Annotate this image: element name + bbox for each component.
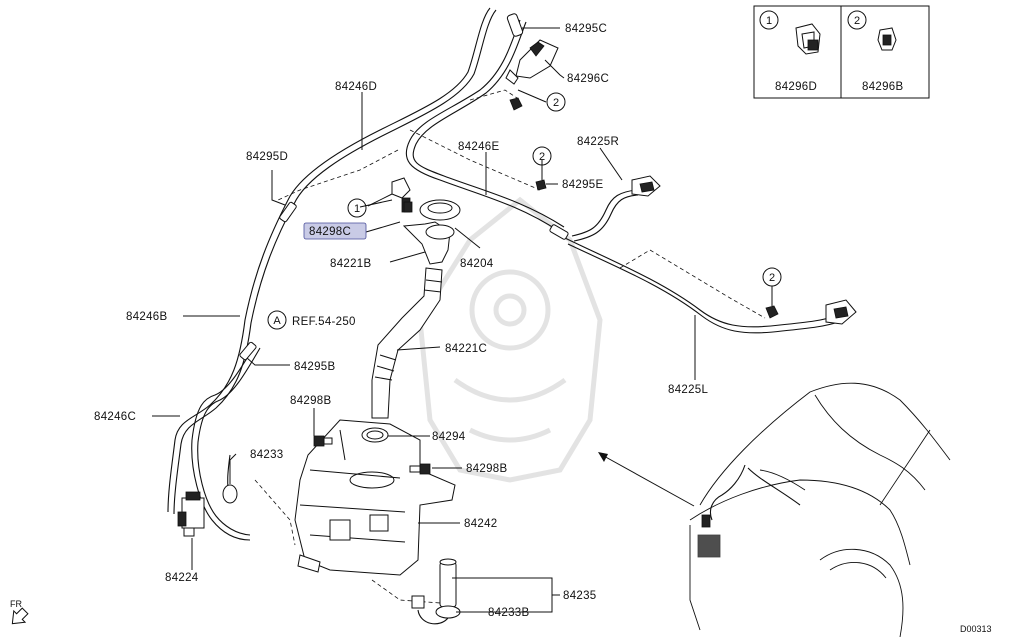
label-84298C[interactable]: 84298C [309,226,351,238]
bolt-84298B-b [409,463,431,475]
label-84295E[interactable]: 84295E [562,179,603,191]
label-84295C[interactable]: 84295C [565,23,607,35]
hose-84225R [571,189,639,242]
bolt-84298B-a [313,435,333,447]
svg-text:2: 2 [539,151,545,163]
grommet-84233 [222,484,238,504]
ref-marker: A [267,310,287,330]
part-labels: 84295C 84296C 84246D 84246E 84295D 84225… [94,23,708,619]
cap-84204 [419,199,461,221]
leader-lines [152,27,773,613]
label-84224[interactable]: 84224 [165,572,199,584]
clip-2-c [765,305,779,319]
sensor-connector [411,595,449,625]
bracket-84296C [505,39,559,85]
joint-84295E [549,224,569,240]
hose-84246E [405,19,565,233]
nozzle-84225L [825,299,857,325]
front-direction-arrow-icon [11,607,29,625]
nozzle-84225R [631,175,661,197]
highlight-84298C [303,222,367,240]
diagram-code: D00313 [960,624,992,634]
vehicle-outline [689,382,951,637]
callout-arrow [598,452,695,507]
clip-84296D-icon [795,23,821,55]
hose-84246D [167,7,497,515]
label-84294[interactable]: 84294 [432,431,466,443]
label-84221C[interactable]: 84221C [445,343,487,355]
svg-text:2: 2 [553,97,559,109]
tank-84242 [294,419,456,576]
seal-84294 [361,427,389,443]
label-84246E[interactable]: 84246E [458,141,499,153]
joint-84295B [239,341,257,361]
label-84225R[interactable]: 84225R [577,136,619,148]
pump-84224 [177,491,205,537]
label-84221B[interactable]: 84221B [330,258,371,270]
clip-84296B-icon [877,27,897,51]
svg-text:A: A [273,315,281,327]
pipe-84221C [371,267,443,419]
callout-2-a: 2 [546,92,566,112]
legend-num-1: 1 [766,15,772,27]
joint-84295D [279,201,297,223]
label-84298B-a[interactable]: 84298B [290,395,331,407]
reference-dashes [254,89,766,604]
label-ref[interactable]: REF.54-250 [292,316,356,328]
label-84233[interactable]: 84233 [250,449,283,461]
label-84204[interactable]: 84204 [460,258,494,270]
legend-num-2: 2 [854,15,860,27]
label-84298B-b[interactable]: 84298B [466,463,507,475]
label-84246D[interactable]: 84246D [335,81,377,93]
svg-text:1: 1 [354,203,360,215]
svg-text:2: 2 [769,272,775,284]
label-84296C[interactable]: 84296C [567,73,609,85]
bolt-84298C [403,201,413,213]
sensor-84235 [439,558,457,608]
hose-84225L [564,237,839,334]
label-84235[interactable]: 84235 [563,590,596,602]
legend-part-2: 84296B [862,81,903,93]
label-84242[interactable]: 84242 [464,518,497,530]
legend-part-1: 84296D [775,81,817,93]
clip-2-b [535,179,547,191]
joint-84295C [506,13,524,37]
label-84295B[interactable]: 84295B [294,361,335,373]
hose-84246C [191,344,261,541]
inlet-84221B [402,221,455,265]
callout-2-b: 2 [532,146,552,166]
label-84246B[interactable]: 84246B [126,311,167,323]
label-84295D[interactable]: 84295D [246,151,288,163]
callout-2-c: 2 [762,267,782,287]
clip-2-a [509,97,523,111]
callout-1: 1 [347,198,367,218]
legend-box: 1 2 84296D 84296B [753,5,930,99]
label-84225L[interactable]: 84225L [668,384,708,396]
label-84233B[interactable]: 84233B [488,607,529,619]
label-84246C[interactable]: 84246C [94,411,136,423]
front-direction-label: FR [10,599,22,609]
